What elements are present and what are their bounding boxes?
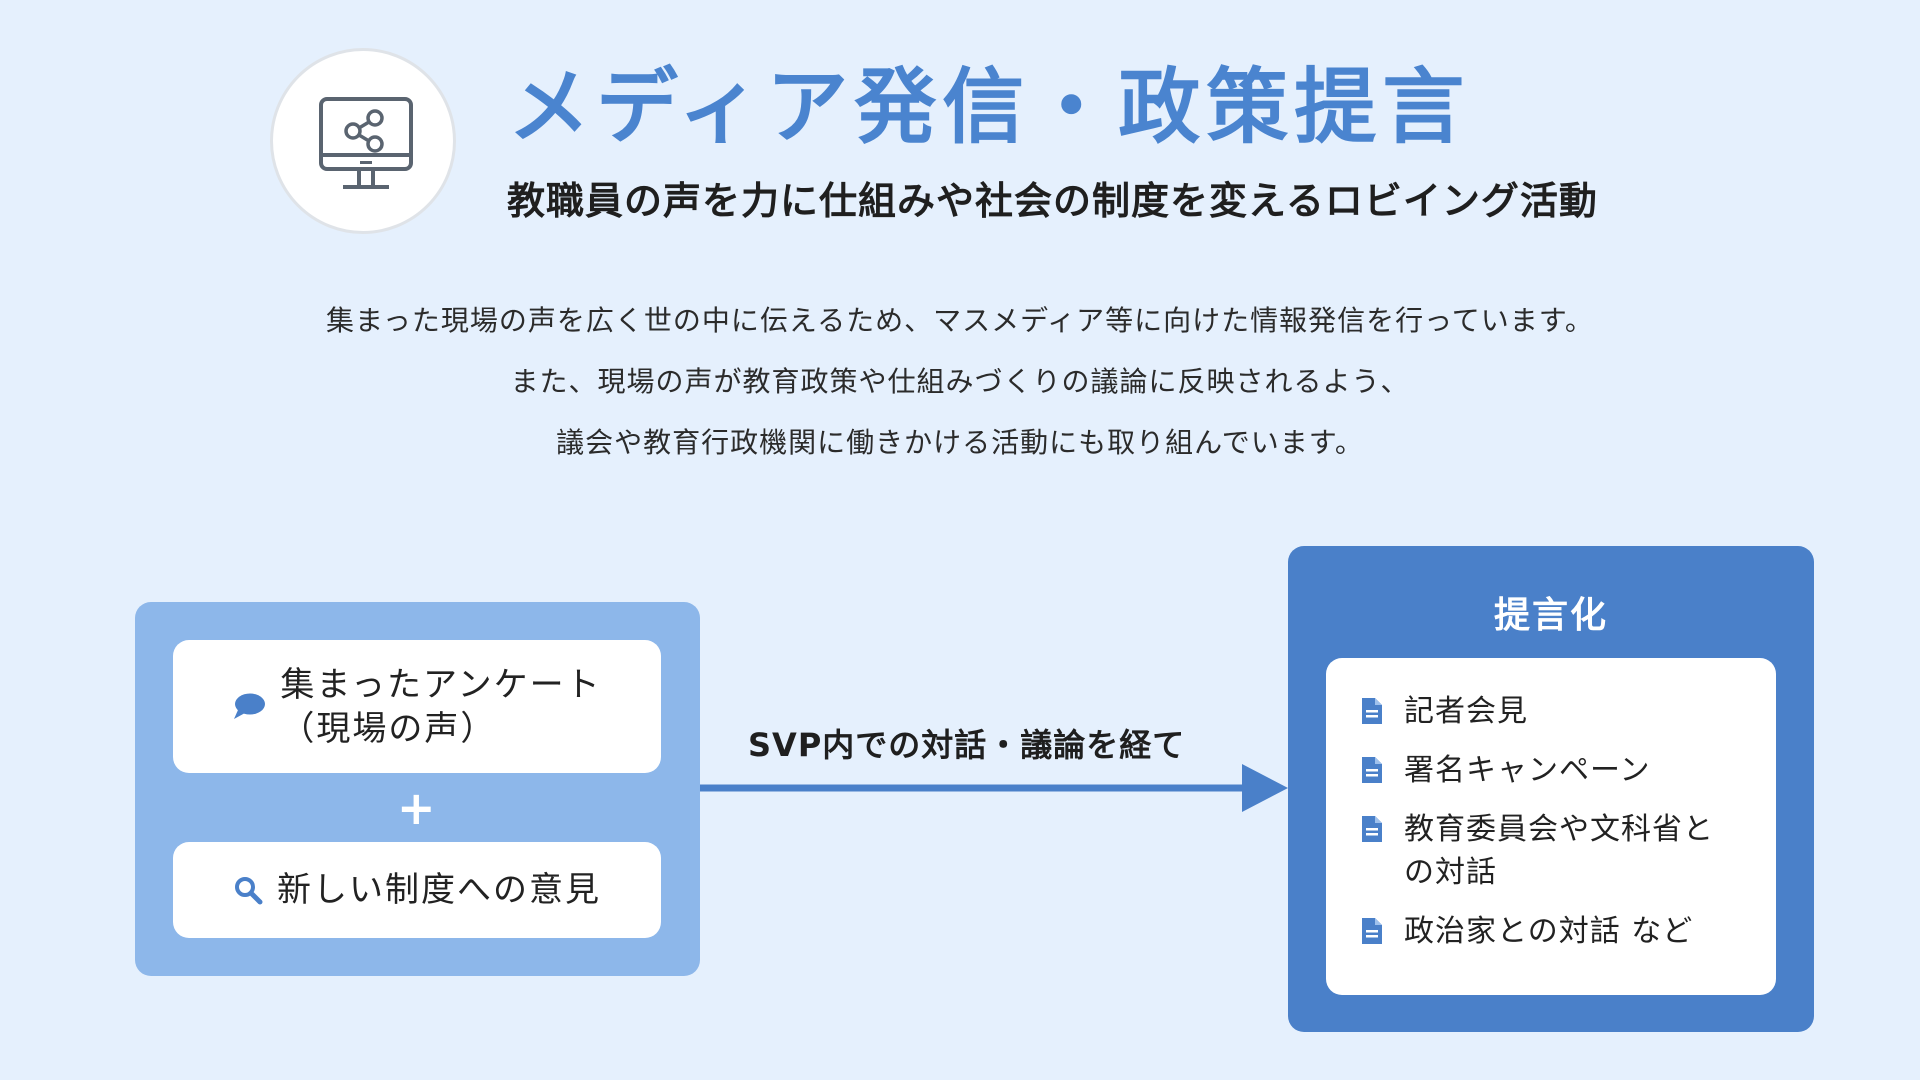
list-item-label: 政治家との対話 など xyxy=(1404,914,1694,949)
input-panel: 集まったアンケート （現場の声） + 新しい制度への意見 xyxy=(135,602,700,976)
document-icon xyxy=(1362,757,1382,783)
monitor-share-icon xyxy=(319,97,413,189)
document-icon xyxy=(1362,918,1382,944)
description-line: また、現場の声が教育政策や仕組みづくりの議論に反映されるよう、 xyxy=(510,365,1410,398)
output-panel: 提言化 記者会見 署名キャンペーン xyxy=(1288,546,1814,1032)
opinion-card: 新しい制度への意見 xyxy=(173,842,661,938)
plus-sign: + xyxy=(397,781,436,835)
document-icon xyxy=(1362,698,1382,724)
description-line: 集まった現場の声を広く世の中に伝えるため、マスメディア等に向けた情報発信を行って… xyxy=(326,304,1594,337)
list-item-label: 記者会見 xyxy=(1404,694,1528,729)
list-item: 署名キャンペーン xyxy=(1362,749,1776,792)
speech-bubble-icon xyxy=(234,693,266,719)
document-icon xyxy=(1362,816,1382,842)
output-list: 記者会見 署名キャンペーン 教育委員会や文科省との対話 xyxy=(1326,658,1776,953)
monitor-share-icon-badge xyxy=(270,48,456,234)
page-title: メディア発信・政策提言 xyxy=(508,60,1471,155)
output-title: 提言化 xyxy=(1493,595,1608,636)
survey-label: 集まったアンケート （現場の声） xyxy=(280,664,602,749)
list-item: 記者会見 xyxy=(1362,690,1776,733)
description: 集まった現場の声を広く世の中に伝えるため、マスメディア等に向けた情報発信を行って… xyxy=(0,290,1920,473)
list-item-label: 署名キャンペーン xyxy=(1404,753,1651,788)
list-item: 政治家との対話 など xyxy=(1362,910,1776,953)
output-card: 記者会見 署名キャンペーン 教育委員会や文科省との対話 xyxy=(1326,658,1776,995)
page-subtitle: 教職員の声を力に仕組みや社会の制度を変えるロビイング活動 xyxy=(507,179,1598,223)
opinion-label: 新しい制度への意見 xyxy=(277,870,601,910)
description-line: 議会や教育行政機関に働きかける活動にも取り組んでいます。 xyxy=(556,426,1364,459)
flow-arrow xyxy=(700,764,1288,812)
list-item: 教育委員会や文科省との対話 xyxy=(1362,808,1776,894)
survey-card: 集まったアンケート （現場の声） xyxy=(173,640,661,773)
list-item-label: 教育委員会や文科省との対話 xyxy=(1404,812,1714,890)
arrow-label: SVP内での対話・議論を経て xyxy=(748,726,1186,764)
search-icon xyxy=(235,877,263,905)
